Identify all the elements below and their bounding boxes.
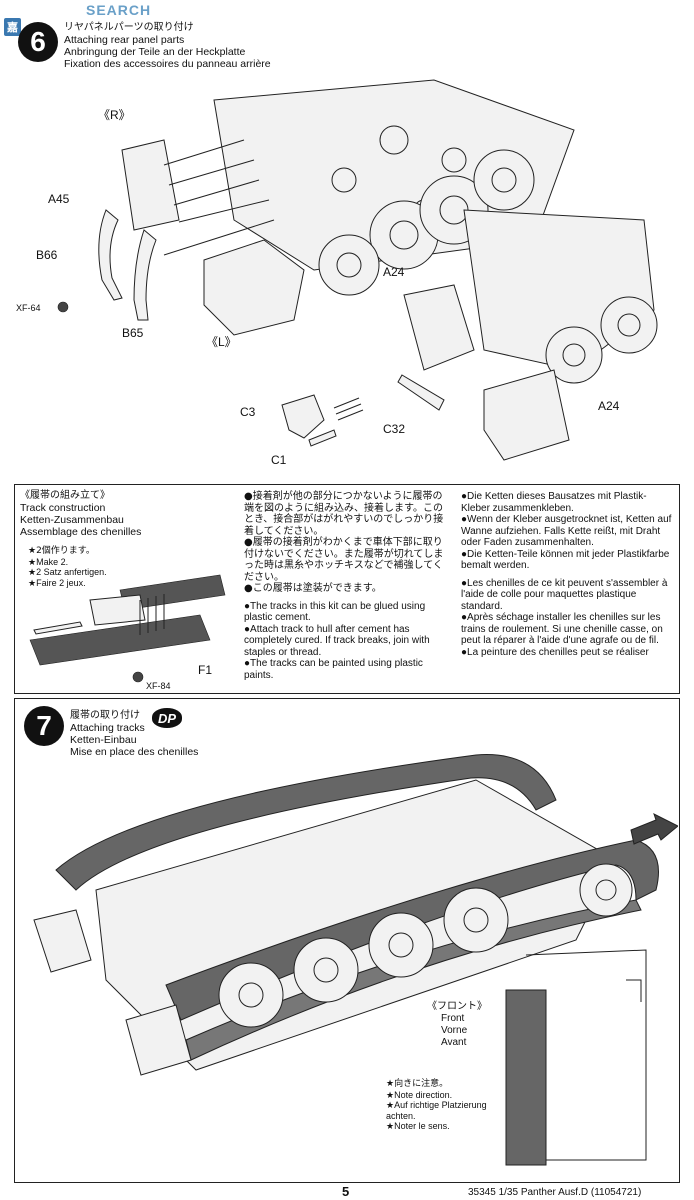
note-en-1: ●The tracks in this kit can be glued usi… (244, 600, 426, 624)
label-l: 《L》 (206, 335, 237, 349)
note-de-2: ●Wenn der Kleber ausgetrocknet ist, Kett… (461, 514, 672, 548)
label-b65: B65 (122, 326, 144, 340)
note-direction-fr: ★Noter le sens. (386, 1121, 450, 1131)
direction-note: ★向きに注意。 ★Note direction. ★Auf richtige P… (386, 1079, 496, 1132)
step-7-illustration (33, 754, 678, 1166)
watermark-badge: 嘉 (4, 18, 21, 36)
product-code: 35345 1/35 Panther Ausf.D (11054721) (468, 1187, 642, 1198)
note-fr-2: ●Après séchage installer les chenilles s… (461, 612, 663, 646)
label-a24-bottom: A24 (598, 399, 620, 413)
step-6-illustration (57, 79, 658, 461)
step-7-number: 7 (24, 706, 64, 746)
note-direction-en: ★Note direction. (386, 1089, 453, 1100)
make-de: ★2 Satz anfertigen. (28, 567, 107, 577)
note-en-3: ●The tracks can be painted using plastic… (244, 658, 423, 681)
make-fr: ★Faire 2 jeux. (28, 577, 86, 588)
front-jp: 《フロント》 (427, 1001, 487, 1012)
label-a45: A45 (48, 192, 70, 206)
label-c1: C1 (271, 453, 287, 467)
label-xf84: XF-84 (146, 681, 171, 691)
track-notes-column-2: ●接着剤が他の部分につかないように履帯の端を図のように組み込み、接着します。この… (244, 491, 452, 681)
step-7-title-en: Attaching tracks (70, 722, 145, 734)
step-6-title-jp: リヤパネルパーツの取り付け (64, 22, 194, 33)
label-c3: C3 (240, 405, 256, 419)
note-jp-2: ●履帯の接着剤がわかくまで車体下部に取り付けないでください。また履帯が切れてしま… (244, 537, 444, 583)
step-6-title-de: Anbringung der Teile an der Heckplatte (64, 46, 246, 58)
make-en: ★Make 2. (28, 556, 69, 567)
track-box-title: 《履帯の組み立て》 Track construction Ketten-Zusa… (20, 490, 141, 538)
note-de-1: ●Die Ketten dieses Bausatzes mit Plastik… (461, 491, 647, 514)
watermark-text: SEARCH (86, 2, 152, 18)
make-jp: ★2個作ります。 (28, 546, 95, 556)
make-two-note: ★2個作ります。 ★Make 2. ★2 Satz anfertigen. ★F… (28, 546, 107, 588)
note-en-2: ●Attach track to hull after cement has c… (244, 623, 430, 658)
label-b66: B66 (36, 248, 58, 262)
note-jp-3: ●この履帯は塗装ができます。 (244, 583, 382, 594)
note-jp-1: ●接着剤が他の部分につかないように履帯の端を図のように組み込み、接着します。この… (244, 491, 444, 537)
track-title-en: Track construction (20, 502, 106, 514)
note-fr-3: ●La peinture des chenilles peut se réali… (461, 646, 649, 658)
step-6-title-fr: Fixation des accessoires du panneau arri… (64, 58, 271, 70)
note-de-3: ●Die Ketten-Teile können mit jeder Plast… (461, 548, 670, 572)
label-xf64: XF-64 (16, 303, 41, 313)
track-construction-box (14, 484, 680, 694)
step-7-title-fr: Mise en place des chenilles (70, 746, 199, 758)
label-r: 《R》 (98, 108, 131, 122)
track-construction-illustration (29, 574, 226, 683)
track-title-jp: 《履帯の組み立て》 (20, 490, 110, 501)
step-7-title-jp: 履帯の取り付け (70, 710, 140, 721)
step-7-title-de: Ketten-Einbau (70, 734, 137, 746)
label-c32: C32 (383, 422, 406, 436)
note-direction-de: ★Auf richtige Platzierung achten. (386, 1100, 487, 1121)
step-6-title-en: Attaching rear panel parts (64, 34, 185, 46)
front-label: 《フロント》 Front Vorne Avant (427, 1001, 487, 1049)
step-6-number: 6 (18, 22, 58, 62)
track-title-fr: Assemblage des chenilles (20, 526, 142, 538)
note-fr-1: ●Les chenilles de ce kit peuvent s'assem… (461, 577, 668, 612)
front-de: Vorne (441, 1025, 468, 1036)
step-7-title: 履帯の取り付け Attaching tracks Ketten-Einbau M… (70, 710, 198, 758)
page-number: 5 (342, 1184, 350, 1199)
step-6-title: リヤパネルパーツの取り付け Attaching rear panel parts… (64, 22, 271, 70)
step-7-frame (14, 698, 680, 1183)
track-title-de: Ketten-Zusammenbau (20, 514, 124, 526)
front-fr: Avant (441, 1037, 467, 1048)
label-f1: F1 (198, 663, 213, 677)
track-notes-column-3: ●Die Ketten dieses Bausatzes mit Plastik… (461, 491, 673, 658)
front-en: Front (441, 1013, 465, 1024)
note-direction-jp: ★向きに注意。 (386, 1079, 449, 1089)
dp-badge: DP (152, 708, 182, 728)
label-a24-top: A24 (383, 265, 405, 279)
